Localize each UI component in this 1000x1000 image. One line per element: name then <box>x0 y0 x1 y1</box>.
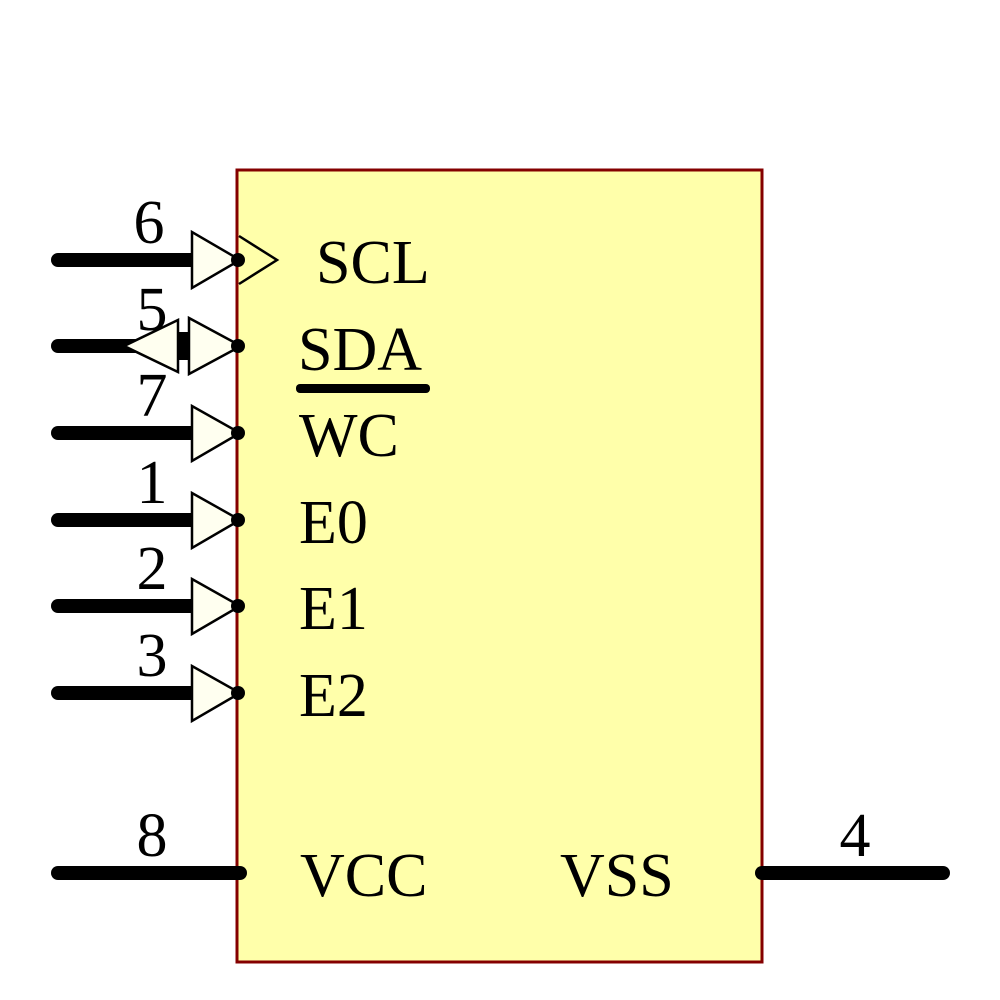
pin-vcc-number: 8 <box>137 802 168 870</box>
pin-vss-number: 4 <box>840 802 871 870</box>
pin-scl-number: 6 <box>134 189 165 257</box>
pin-e2-label: E2 <box>299 662 368 730</box>
pin-wc-overline <box>296 384 430 393</box>
pin-sda-connection-dot <box>231 339 245 353</box>
pin-e2-number: 3 <box>137 622 168 690</box>
pin-e0-number: 1 <box>137 449 168 517</box>
pin-vcc-label: VCC <box>300 842 427 910</box>
pin-wc-input-arrow-icon <box>190 403 243 464</box>
pin-wc-label: WC <box>299 402 399 470</box>
pin-scl-label: SCL <box>316 229 430 297</box>
pin-vss[interactable]: VSS 4 <box>560 802 950 910</box>
pin-e0[interactable]: E0 1 <box>51 449 368 557</box>
pin-e1-connection-dot <box>231 599 245 613</box>
pin-e0-connection-dot <box>231 513 245 527</box>
pin-vcc[interactable]: VCC 8 <box>51 802 427 910</box>
component-body[interactable] <box>235 168 764 964</box>
pin-scl[interactable]: SCL 6 <box>51 189 430 297</box>
pin-sda-divider-bar <box>177 332 189 360</box>
pin-e0-label: E0 <box>299 489 368 557</box>
pin-e1-number: 2 <box>137 535 168 603</box>
pin-e2-connection-dot <box>231 686 245 700</box>
pin-e2-input-arrow-icon <box>190 663 243 724</box>
pin-wc[interactable]: WC 7 <box>51 362 430 470</box>
pin-sda-input-arrow-icon <box>187 315 244 377</box>
pin-wc-connection-dot <box>231 426 245 440</box>
pin-scl-connection-dot <box>231 253 245 267</box>
pin-scl-input-arrow-icon <box>190 229 243 291</box>
pin-sda-number: 5 <box>137 276 168 344</box>
pin-vss-label: VSS <box>560 842 674 910</box>
pin-e2[interactable]: E2 3 <box>51 622 368 730</box>
pin-e1-input-arrow-icon <box>190 576 243 637</box>
pin-scl-clock-triangle-icon <box>238 234 280 286</box>
pin-e1[interactable]: E1 2 <box>51 535 368 643</box>
pin-e0-input-arrow-icon <box>190 490 243 551</box>
pin-e1-label: E1 <box>299 575 368 643</box>
pin-wc-number: 7 <box>137 362 168 430</box>
pin-sda[interactable]: SDA 5 <box>51 276 422 384</box>
pin-sda-label: SDA <box>298 316 422 384</box>
